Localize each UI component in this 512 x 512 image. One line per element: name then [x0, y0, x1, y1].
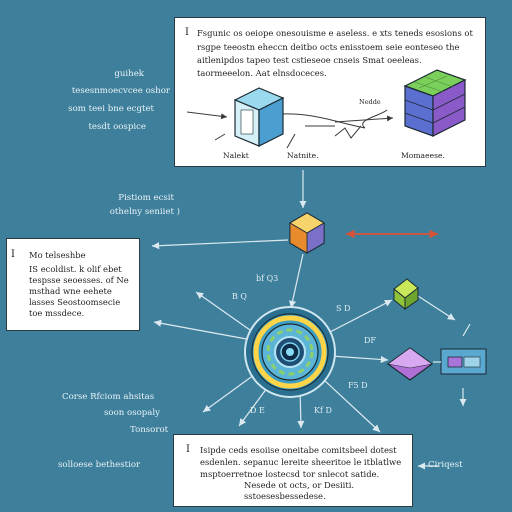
label-left-2: tesesnmoecvcee oshor [71, 86, 170, 96]
panel-text-line: rsgpe teeostn eheccn deitbo octs enissto… [197, 42, 460, 52]
orange-hexagon-icon [289, 212, 325, 254]
gear-hub-icon [244, 306, 336, 398]
panel-text-line: lasses Seostoomsecie [29, 297, 121, 307]
label-bottom-right: Ciriqest [428, 460, 463, 470]
label-mid-left-2: othelny seniiet ) [109, 207, 180, 217]
label-momaeese: Momaeese. [401, 151, 445, 160]
center-label: Kf D [314, 406, 332, 415]
label-lower-left-1: Corse Rfciom ahsitas [62, 392, 155, 402]
panel-text-line: msthad wne eehete [29, 286, 112, 296]
top-panel-illustration [186, 69, 467, 149]
arrow-gear-up-left [195, 291, 251, 331]
arrow-green-cube-right [417, 295, 456, 321]
panel-text-line: taormeeelon. Aat elnsdoceces. [197, 68, 327, 78]
label-lower-left-2: soon osopaly [104, 408, 161, 418]
label-mid-left-1: Pistiom ecsit [118, 193, 174, 203]
center-label: S D [336, 304, 351, 313]
panel-text-line: IS ecoldist. k olif ebet [29, 264, 122, 274]
arrow-gear-to-diamond [330, 355, 389, 364]
arrow-hexagon-to-left-panel [151, 239, 289, 250]
panel-marker: I [11, 249, 15, 260]
center-label: bf Q3 [256, 274, 279, 283]
arrow-gear-to-left [153, 319, 253, 341]
label-lower-left-3: Tonsorot [130, 425, 169, 435]
component-box-icon [433, 348, 487, 375]
center-label: D E [250, 406, 265, 415]
panel-marker: I [185, 27, 189, 38]
left-info-panel: I Mo telseshbe IS ecoldist. k olif ebet … [6, 238, 140, 331]
arrow-gear-to-bottom-left [202, 371, 259, 413]
purple-diamond-icon [386, 347, 434, 381]
connector-lines [151, 170, 471, 470]
center-label: DF [364, 336, 376, 345]
panel-text-line: toe mssdece. [29, 308, 85, 318]
panel-text-line: Fsgunic os oeiope onesouisme e aseless. … [197, 28, 473, 38]
label-nedde: Nedde [359, 98, 381, 106]
top-info-panel: I Fsgunic os oeiope onesouisme e aseless… [174, 17, 486, 167]
panel-text-line: Mo telseshbe [29, 250, 86, 260]
center-label: B Q [232, 292, 247, 301]
panel-text-line: sstoesesbessedese. [244, 491, 326, 501]
panel-text-line: aitlenipdos tapeo test cstieseoe cnseis … [197, 55, 422, 65]
arrow-gear-to-bottom-right [323, 379, 381, 433]
line-short [462, 323, 471, 337]
panel-text-line: msptoerretnoe lostecsd tor snlecot satid… [200, 469, 380, 479]
blue-cube-icon [233, 87, 285, 147]
label-natnite: Natnite. [287, 151, 319, 160]
label-guihek: guihek [114, 69, 144, 79]
arrow-gear-to-green-cube [329, 299, 393, 333]
label-bottom-left: solloese bethestior [58, 460, 141, 470]
label-nalekt: Nalekt [223, 151, 249, 160]
panel-text-line: tespsse seoesses. of Ne [29, 275, 129, 285]
label-left-3: som teei bne ecgtet [68, 104, 154, 114]
bottom-info-panel: I Isipde ceds esoiise oneitabe comitsbee… [173, 434, 413, 507]
center-label: F5 D [348, 381, 368, 390]
arrow-gear-to-bottom [238, 383, 271, 427]
layered-block-icon [403, 69, 467, 137]
panel-text-line: Nesede ot octs, or Desiiti. [244, 480, 355, 490]
green-cube-icon [393, 278, 419, 311]
panel-marker: I [186, 444, 190, 455]
label-left-4: tesdt oospice [88, 122, 146, 132]
panel-text-line: esdenlen. sepanuc lereite sheeritoe le i… [200, 457, 402, 467]
panel-text-line: Isipde ceds esoiise oneitabe comitsbeel … [200, 445, 397, 455]
arrow-hexagon-to-gear [289, 253, 304, 309]
